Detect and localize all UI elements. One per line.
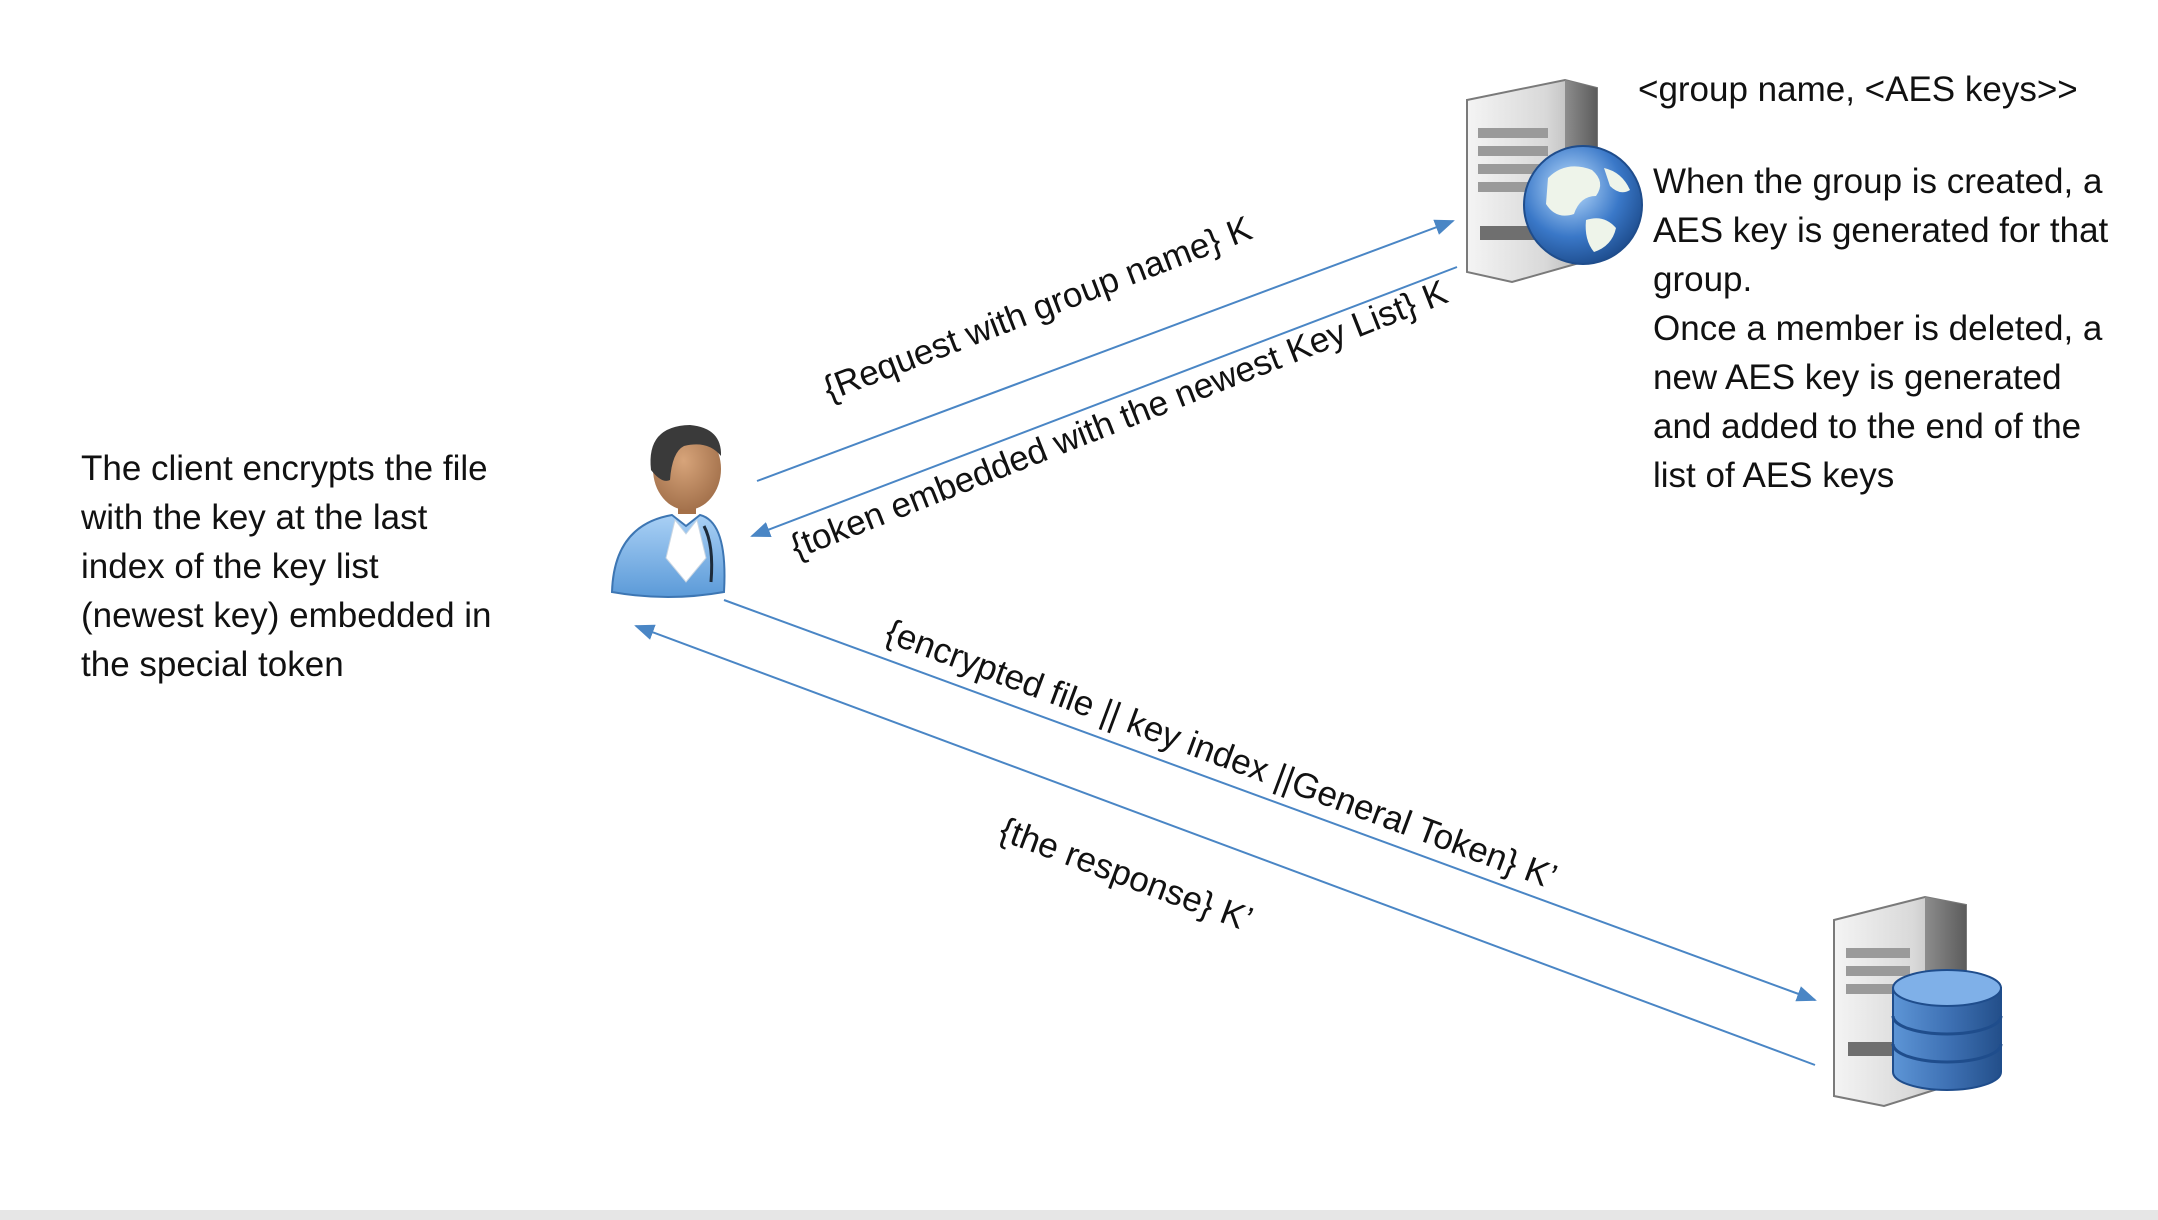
group-server-description-line: and added to the end of the [1653, 407, 2082, 446]
file-upload-arrow [723, 599, 1817, 1002]
group-server-description: When the group is created, a AES key is … [1653, 157, 2108, 500]
group-server-description-line: new AES key is generated [1653, 358, 2062, 397]
client-note-line: with the key at the last [81, 498, 428, 537]
bottom-bar [0, 1210, 2158, 1220]
token-reply-arrow [750, 266, 1458, 538]
client-note-line: (newest key) embedded in [81, 596, 492, 635]
group-server-description-line: group. [1653, 260, 1753, 299]
group-server-record-format: <group name, <AES keys>> [1638, 70, 2078, 109]
group-server-description-line: When the group is created, a [1653, 162, 2103, 201]
group-server-description-line: Once a member is deleted, a [1653, 309, 2103, 348]
database-server-icon [1833, 895, 2003, 1108]
request-arrow [756, 219, 1455, 482]
user-icon [610, 425, 726, 598]
globe-icon [1523, 145, 1643, 265]
group-server-description-line: list of AES keys [1653, 456, 1895, 495]
client-note-line: The client encrypts the file [81, 449, 488, 488]
group-server-description-line: AES key is generated for that [1653, 211, 2109, 250]
response-arrow [634, 624, 1816, 1066]
client-note-line: the special token [81, 645, 344, 684]
web-server-icon [1466, 78, 1643, 284]
client-note-line: index of the key list [81, 547, 379, 586]
client-note: The client encrypts the file with the ke… [81, 444, 492, 689]
